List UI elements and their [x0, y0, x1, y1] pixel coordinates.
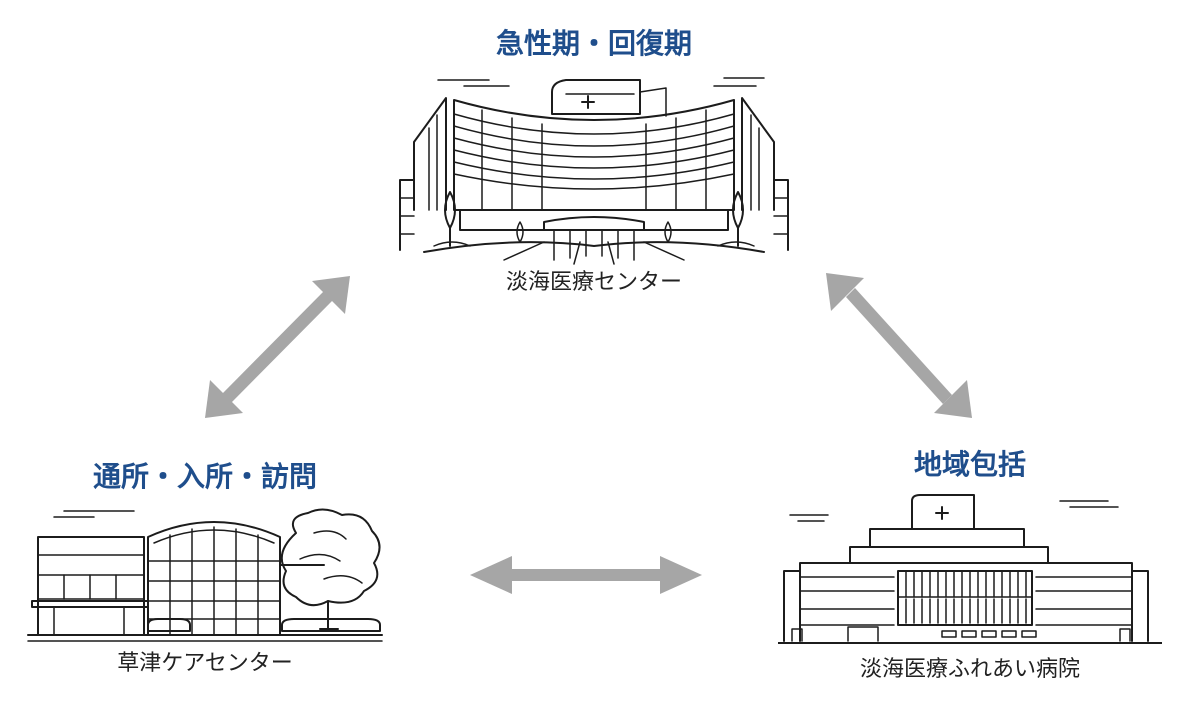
node-title-community-hospital: 地域包括 [913, 448, 1026, 481]
node-acute-care: 急性期・回復期 淡海 [384, 20, 804, 300]
arrow-left-right-head-right [660, 556, 702, 594]
node-label-acute-care: 淡海医療センター [505, 270, 682, 295]
arrow-top-left-head-upper [312, 276, 350, 314]
arrow-top-right-head-lower [934, 380, 972, 418]
care-center-building-icon [27, 508, 383, 642]
arrow-left-right-shaft [508, 569, 664, 581]
arrow-top-right-head-upper [826, 273, 864, 311]
arrow-left-right-head-left [470, 556, 512, 594]
node-label-care-center: 草津ケアセンター [117, 651, 293, 676]
arrow-top-right-shaft [846, 288, 952, 404]
node-label-community-hospital: 淡海医療ふれあい病院 [859, 657, 1080, 682]
node-community-hospital: 地域包括 淡海医療ふれあい病院 [770, 445, 1170, 695]
node-title-care-center: 通所・入所・訪問 [92, 460, 317, 493]
node-care-center: 通所・入所・訪問 草津ケアセンター [20, 455, 390, 695]
hospital-tower-building-icon [399, 77, 789, 265]
node-title-acute-care: 急性期・回復期 [495, 27, 692, 60]
arrow-top-left-head-lower [205, 380, 243, 418]
arrow-top-left-shaft [221, 290, 334, 404]
community-hospital-building-icon [778, 494, 1162, 644]
